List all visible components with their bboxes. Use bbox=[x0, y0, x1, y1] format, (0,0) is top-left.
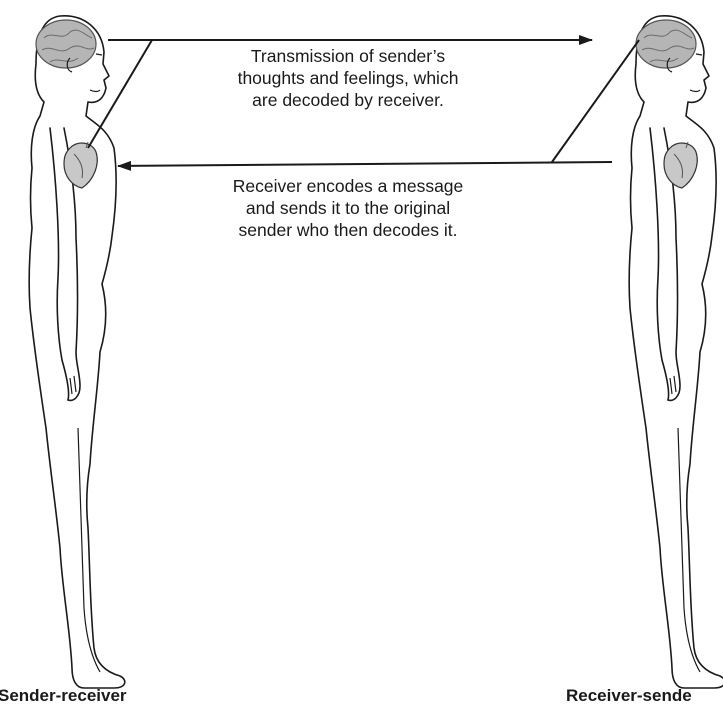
caption-line: thoughts and feelings, which bbox=[218, 67, 478, 89]
figure-sender-receiver bbox=[29, 16, 125, 688]
caption-line: Transmission of sender’s bbox=[218, 45, 478, 67]
caption-line: Receiver encodes a message bbox=[188, 175, 508, 197]
arrow-reply bbox=[118, 162, 612, 166]
reply-message-caption: Receiver encodes a message and sends it … bbox=[188, 175, 508, 241]
figure-receiver-sender bbox=[629, 16, 723, 688]
caption-line: and sends it to the original bbox=[188, 197, 508, 219]
forward-message-caption: Transmission of sender’s thoughts and fe… bbox=[218, 45, 478, 111]
receiver-sender-label: Receiver-sende bbox=[566, 686, 723, 706]
sender-receiver-label: Sender-receiver bbox=[0, 686, 127, 706]
caption-line: are decoded by receiver. bbox=[218, 89, 478, 111]
caption-line: sender who then decodes it. bbox=[188, 219, 508, 241]
connector-line-right bbox=[552, 40, 639, 162]
